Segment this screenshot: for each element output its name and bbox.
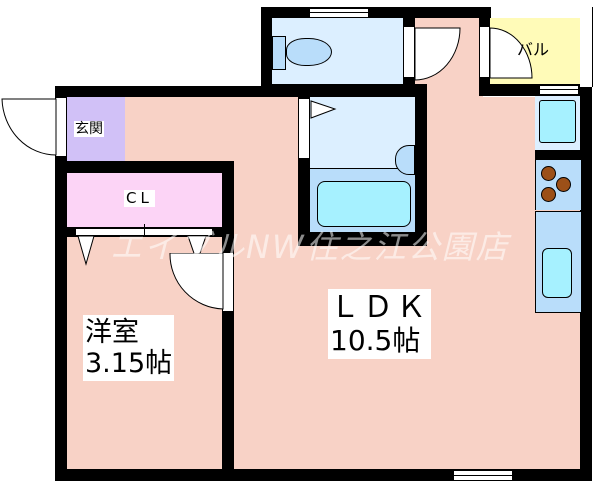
- bath-sink-icon: [395, 145, 415, 175]
- closet-fold-door-icon: [77, 236, 95, 266]
- bath-door-opening: [298, 99, 310, 158]
- bath-fold-door-icon: [310, 100, 337, 119]
- door-swing-icon: [169, 253, 224, 310]
- wall-toilet-top: [261, 7, 491, 18]
- toilet-window: [309, 8, 369, 18]
- wall-bath-bottom: [298, 231, 427, 246]
- wall-toilet-right: [403, 7, 415, 27]
- stove-burner-icon: [541, 187, 556, 202]
- wall-left: [55, 86, 67, 481]
- wall-toilet-bottom: [261, 84, 426, 97]
- bathtub-icon: [317, 181, 411, 227]
- closet-door-divider: [144, 224, 145, 236]
- toilet-door-swing-icon: [415, 27, 461, 81]
- balcony-door-jamb: [479, 26, 490, 78]
- western-room-label: 洋室 3.15帖: [83, 315, 175, 381]
- watermark: エイブルNW住之江公園店: [110, 228, 510, 266]
- toilet-tank-icon: [272, 36, 286, 70]
- ldk-label: ＬＤＫ 10.5帖: [328, 289, 431, 359]
- wall-bath-right: [415, 84, 427, 246]
- ldk-size: 10.5帖: [330, 324, 421, 357]
- closet-fold-door-icon: [187, 236, 207, 264]
- refrigerator-icon: [542, 248, 572, 298]
- wall-balcony-right: [580, 7, 593, 87]
- wall-toilet-right-lower: [403, 78, 415, 96]
- wall-closet-top: [55, 161, 233, 173]
- wall-toilet-left: [261, 7, 272, 97]
- toilet-bowl-icon: [286, 38, 332, 66]
- entrance-door-swing-icon: [1, 98, 57, 156]
- balcony-door-swing-icon: [490, 27, 533, 79]
- kitchen-sink-icon: [539, 100, 576, 143]
- toilet-door-jamb: [403, 26, 415, 78]
- wall-balcony-left: [479, 7, 490, 27]
- wall-top-left: [55, 86, 310, 97]
- wall-right: [580, 85, 592, 481]
- closet-label: CL: [124, 189, 155, 207]
- wall-western-right: [222, 161, 234, 481]
- ldk-name: ＬＤＫ: [330, 290, 429, 325]
- western-room-name: 洋室: [85, 317, 139, 348]
- stove-burner-icon: [556, 177, 571, 192]
- entrance-label: 玄関: [74, 121, 104, 137]
- wall-kitchen-divider: [535, 150, 580, 160]
- western-room-size: 3.15帖: [85, 348, 173, 379]
- kitchen-window: [539, 85, 579, 95]
- stove-burner-icon: [541, 166, 556, 181]
- ldk-window: [453, 470, 513, 481]
- balcony-label: バル: [517, 40, 550, 59]
